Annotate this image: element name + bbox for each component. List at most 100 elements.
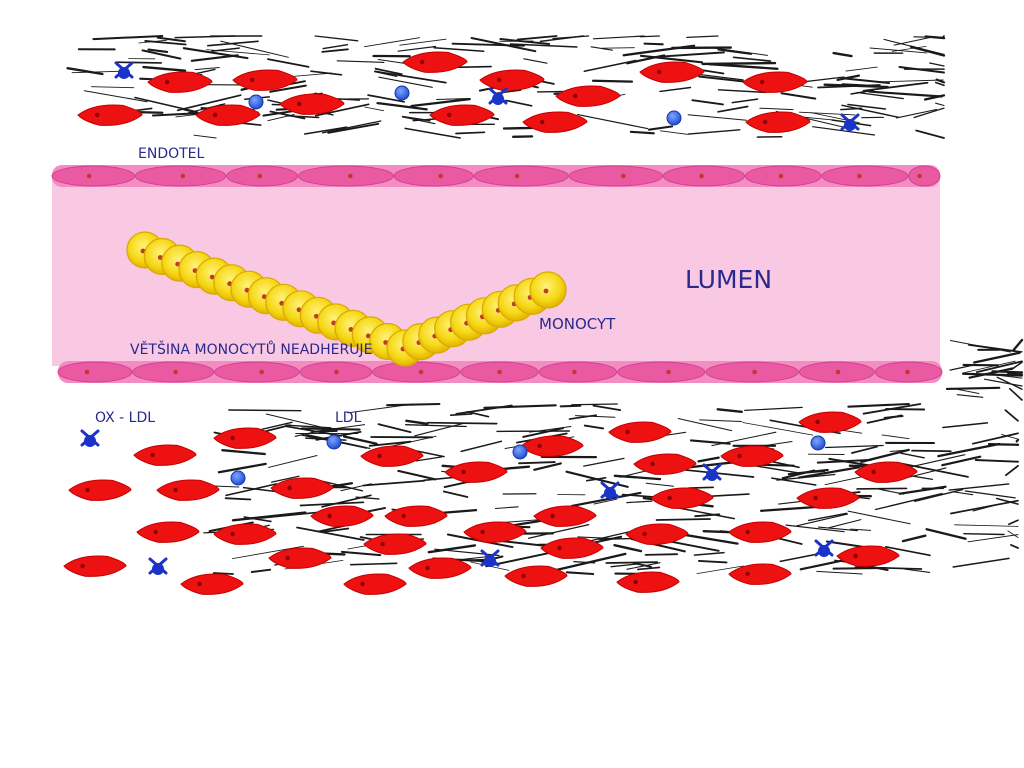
fiber — [901, 534, 927, 543]
fiber — [911, 449, 952, 453]
fiber — [975, 360, 1023, 373]
fiber — [303, 126, 348, 135]
fiber — [1007, 372, 1023, 376]
fiber — [937, 442, 1001, 458]
monocyte-nucleus — [348, 327, 354, 332]
fiber — [217, 462, 267, 474]
fiber — [1008, 519, 1019, 526]
fiber — [410, 97, 471, 108]
fiber — [847, 402, 910, 408]
smooth-muscle-cell — [384, 505, 448, 527]
fiber — [577, 114, 649, 130]
fiber — [850, 528, 872, 531]
smooth-muscle-nucleus — [173, 487, 178, 493]
fiber — [585, 476, 607, 482]
fiber — [610, 563, 639, 568]
fiber — [310, 70, 343, 76]
endothelial-cell — [908, 165, 941, 187]
fiber — [832, 51, 853, 58]
ox-ldl-particle-icon — [114, 61, 134, 79]
smooth-muscle-nucleus — [285, 555, 290, 561]
smooth-muscle-cell — [720, 445, 784, 467]
fiber — [845, 66, 878, 72]
fiber — [528, 426, 572, 433]
endothelial-nucleus — [418, 369, 424, 375]
smooth-muscle-cell — [360, 445, 424, 467]
smooth-muscle-cell — [195, 104, 261, 126]
fiber — [522, 427, 564, 438]
endothelial-nucleus — [514, 173, 520, 179]
endothelial-nucleus — [752, 369, 757, 375]
fiber — [322, 527, 350, 533]
fiber — [923, 94, 946, 101]
ldl-particle-icon — [230, 470, 246, 486]
fiber — [836, 74, 861, 82]
fiber — [414, 422, 465, 437]
monocyte-nucleus — [365, 333, 371, 339]
lumen-label: LUMEN — [685, 265, 772, 294]
fiber — [626, 500, 653, 504]
ldl-particle-icon — [248, 94, 264, 110]
fiber — [898, 462, 969, 478]
fiber — [942, 422, 989, 429]
fiber — [405, 419, 429, 425]
fiber — [636, 566, 661, 571]
fiber — [212, 572, 234, 575]
fiber — [555, 552, 627, 572]
smooth-muscle-nucleus — [540, 119, 545, 125]
smooth-muscle-nucleus — [642, 531, 647, 537]
endothelial-nucleus — [259, 369, 265, 375]
smooth-muscle-nucleus — [537, 443, 542, 449]
smooth-muscle-nucleus — [425, 565, 430, 571]
fiber — [801, 76, 845, 83]
fiber — [190, 54, 239, 62]
fiber — [436, 98, 470, 101]
fiber — [613, 474, 662, 481]
fiber — [983, 378, 1023, 387]
fiber — [505, 99, 533, 107]
fiber — [717, 89, 767, 94]
fiber — [221, 449, 266, 456]
fiber — [717, 48, 753, 55]
fiber — [134, 96, 199, 113]
smooth-muscle-nucleus — [657, 69, 662, 75]
fiber — [974, 459, 1019, 463]
smooth-muscle-nucleus — [871, 469, 876, 475]
endothelial-nucleus — [348, 173, 353, 179]
smooth-muscle-cell — [363, 533, 427, 555]
endothelial-nucleus — [835, 369, 841, 375]
fiber — [798, 111, 856, 116]
fiber — [362, 479, 426, 487]
fiber — [816, 570, 863, 575]
fiber — [956, 394, 984, 398]
fiber — [401, 115, 431, 122]
smooth-muscle-nucleus — [165, 79, 170, 85]
fiber — [285, 425, 343, 437]
fiber — [142, 65, 187, 72]
smooth-muscle-nucleus — [745, 529, 750, 535]
endothelial-cell — [538, 361, 618, 383]
fiber — [368, 440, 412, 447]
smooth-muscle-cell — [180, 573, 244, 595]
fiber — [913, 36, 945, 39]
fiber — [645, 482, 674, 487]
fiber — [539, 35, 584, 43]
fiber — [856, 91, 904, 100]
fiber — [643, 42, 664, 46]
smooth-muscle-cell — [504, 565, 568, 587]
fiber — [583, 457, 625, 467]
fiber — [647, 125, 674, 131]
endothelial-cell — [226, 165, 298, 187]
fiber — [342, 435, 378, 445]
fiber — [877, 79, 944, 83]
smooth-muscle-nucleus — [667, 495, 672, 501]
smooth-muscle-cell — [133, 444, 197, 466]
fiber — [250, 568, 272, 573]
smooth-muscle-cell — [796, 487, 860, 509]
fiber — [300, 427, 361, 431]
ox-ldl-particle-icon — [480, 549, 500, 567]
fiber — [797, 466, 861, 479]
fiber — [685, 469, 755, 478]
fiber — [744, 406, 803, 412]
fiber — [322, 43, 349, 50]
